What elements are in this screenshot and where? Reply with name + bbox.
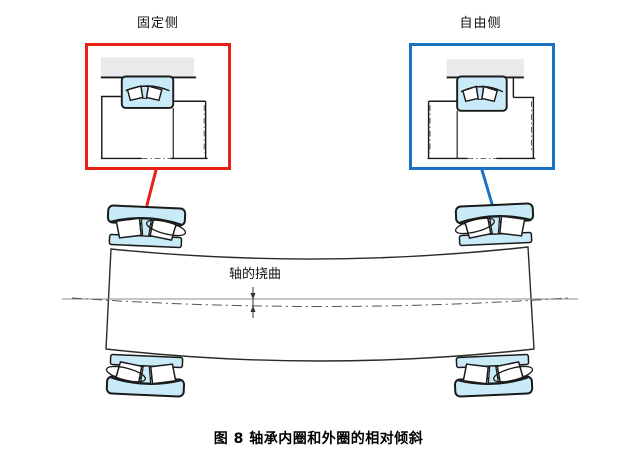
fixed-side-callout-box: [85, 43, 231, 170]
roller-left: [126, 85, 144, 102]
roller-right: [145, 85, 163, 102]
shaft-body: [105, 246, 535, 362]
roller-right: [481, 85, 499, 103]
right-bearing-bottom: [452, 353, 536, 398]
left-bearing-bottom: [103, 353, 187, 398]
fixed-side-detail-drawing: [100, 57, 208, 160]
bearing-detail: [120, 75, 175, 109]
figure-caption: 图 8 轴承内圈和外圈的相对倾斜: [213, 431, 424, 447]
housing-block: [100, 57, 195, 78]
bearing-detail: [456, 75, 508, 112]
free-side-callout-box: [409, 43, 555, 170]
fixed-side-leader-line: [145, 168, 158, 207]
deflected-axis-line: [71, 297, 569, 307]
roller-left: [462, 85, 479, 103]
deflection-dimension: [250, 287, 256, 318]
shaft-deflection-label: 轴的挠曲: [228, 267, 281, 282]
fixed-side-label: 固定侧: [136, 16, 179, 31]
left-bearing-top: [105, 204, 189, 249]
free-side-leader-line: [480, 168, 494, 206]
free-side-detail-drawing: [427, 59, 536, 160]
housing-block: [446, 59, 524, 78]
right-bearing-top: [452, 202, 536, 247]
free-side-label: 自由侧: [459, 16, 502, 31]
